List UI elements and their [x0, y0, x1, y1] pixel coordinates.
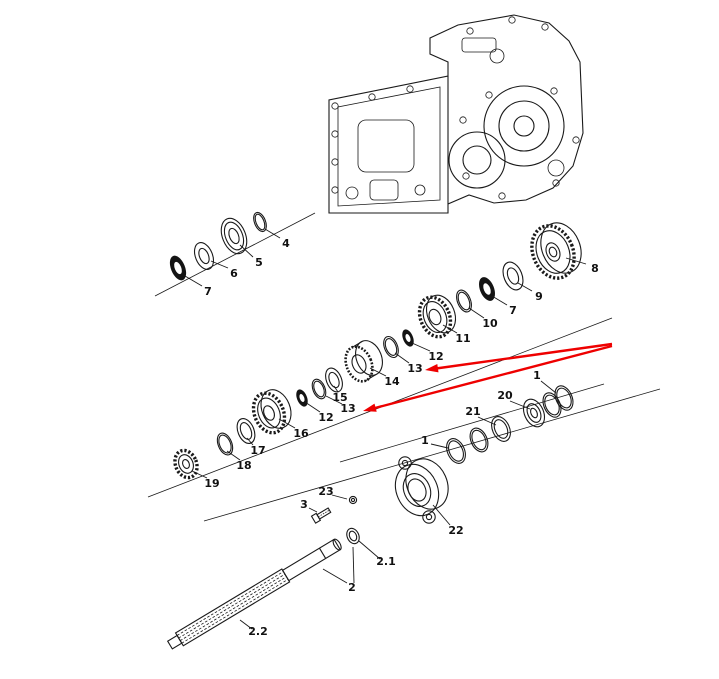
part-13-ring-b — [311, 378, 327, 400]
callout-22: 22 — [448, 524, 463, 537]
part-4-snap-ring — [253, 211, 267, 233]
part-9-washer — [502, 261, 524, 291]
callout-2-1: 2.1 — [376, 555, 396, 568]
callout-12-b: 12 — [318, 411, 333, 424]
part-8-gear — [530, 224, 576, 280]
red-arrow-line-1 — [435, 342, 613, 370]
callout-16: 16 — [293, 427, 309, 440]
housing-bolt-holes — [331, 16, 580, 200]
callout-13-b: 13 — [340, 402, 355, 415]
part-22-bearing-carrier — [394, 456, 449, 524]
callout-17: 17 — [250, 444, 265, 457]
callout-7-left: 7 — [204, 285, 212, 298]
part-14-synchro-hub — [344, 340, 383, 383]
callout-1-a: 1 — [533, 369, 541, 382]
callout-15: 15 — [332, 391, 347, 404]
part-19-gear — [173, 448, 199, 480]
red-pointer-arrows — [363, 342, 613, 412]
leader-lines — [184, 228, 587, 630]
callout-3: 3 — [300, 498, 308, 511]
part-7-seal-ring-right — [478, 277, 496, 301]
callout-18: 18 — [236, 459, 251, 472]
callout-10: 10 — [482, 317, 498, 330]
part-12-ring-b — [296, 389, 308, 407]
part-7-seal-ring-left — [169, 255, 187, 281]
gearbox-housing — [328, 14, 584, 214]
callout-7-right: 7 — [509, 304, 517, 317]
part-18-snap-ring — [216, 432, 234, 456]
part-13-ring-a — [383, 335, 399, 359]
callout-23: 23 — [318, 485, 333, 498]
callout-labels: 4 5 6 7 8 9 7 10 11 12 13 14 15 13 12 16… — [204, 237, 599, 638]
part-2-1-collar — [346, 527, 360, 545]
part-15-ring — [325, 367, 343, 393]
red-arrow-line-2 — [374, 344, 613, 410]
callout-11: 11 — [455, 332, 470, 345]
part-20-bearing — [522, 398, 546, 428]
part-16-gear — [251, 391, 287, 435]
part-16-gear-back — [260, 389, 292, 429]
part-21-washer — [491, 416, 511, 442]
callout-13-a: 13 — [407, 362, 422, 375]
part-2-2-splined-shaft — [166, 538, 342, 650]
callout-4: 4 — [282, 237, 290, 250]
callout-21: 21 — [465, 405, 480, 418]
callout-12-a: 12 — [428, 350, 443, 363]
callout-9: 9 — [535, 290, 543, 303]
callout-14: 14 — [384, 375, 400, 388]
part-1-snap-ring-b — [446, 438, 466, 464]
red-arrowhead-1 — [425, 364, 439, 373]
callout-2: 2 — [348, 581, 356, 594]
part-11-gear — [417, 295, 453, 339]
red-arrowhead-2 — [363, 403, 377, 412]
part-ring-between — [469, 427, 489, 453]
callout-1-b: 1 — [421, 434, 429, 447]
part-8-gear-back — [540, 222, 582, 274]
part-3-bolt — [310, 507, 332, 524]
part-23-nut — [348, 495, 358, 505]
part-1-snap-ring-a2 — [542, 392, 562, 418]
callout-5: 5 — [255, 256, 263, 269]
callout-8: 8 — [591, 262, 599, 275]
part-6-washer — [193, 242, 215, 270]
callout-19: 19 — [204, 477, 219, 490]
construction-lines — [147, 212, 661, 522]
callout-20: 20 — [497, 389, 513, 402]
callout-6: 6 — [230, 267, 238, 280]
part-10-snap-ring — [456, 289, 472, 313]
part-5-bearing — [220, 217, 248, 255]
part-12-ring-a — [402, 329, 414, 347]
callout-2-2: 2.2 — [248, 625, 268, 638]
